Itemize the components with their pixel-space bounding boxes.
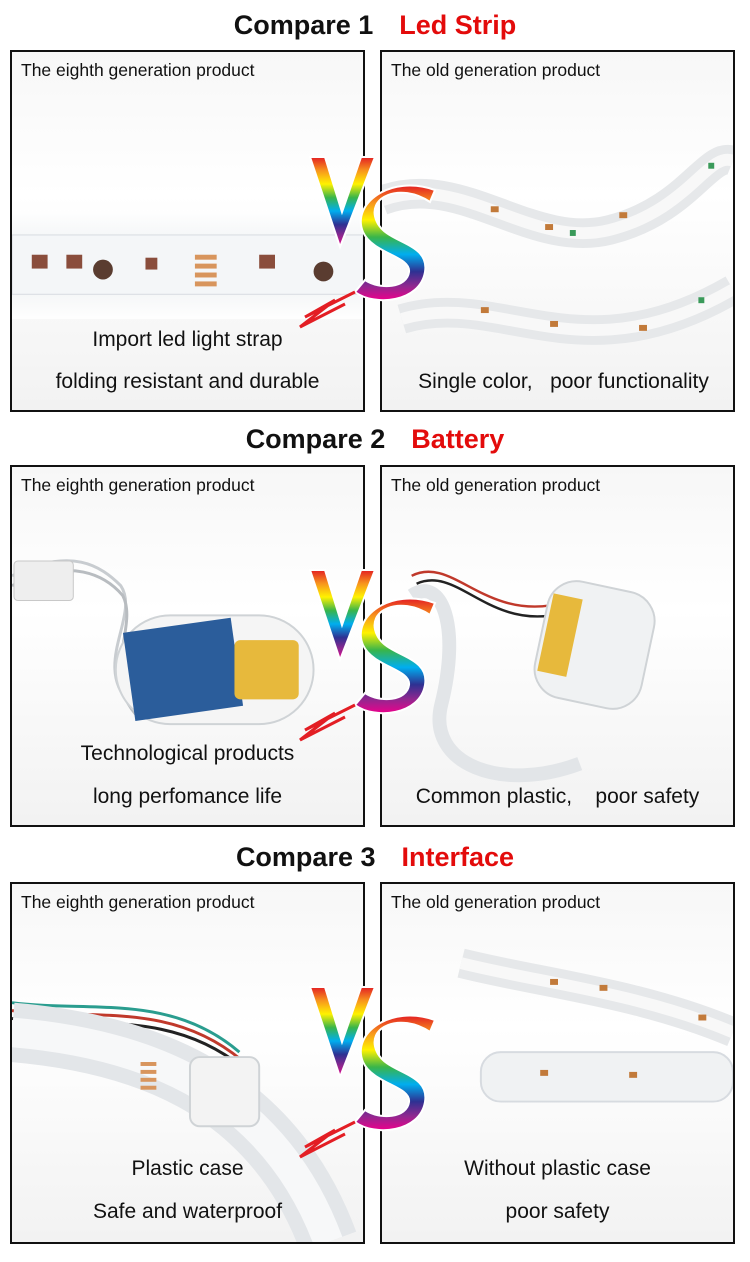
old-interface-photo <box>457 948 733 1103</box>
rainbow-vs-icon <box>299 986 437 1159</box>
new-product-panel: The eighth generation product Import led… <box>10 50 365 412</box>
panel-title: The old generation product <box>391 892 601 912</box>
caption-line-1: Import led light strap <box>92 328 283 351</box>
caption-line-2: Safe and waterproof <box>92 1200 283 1223</box>
panel-title: The eighth generation product <box>21 892 255 912</box>
led-strip-photo <box>12 210 363 319</box>
compare-heading-2: Compare 2 Battery <box>0 419 750 459</box>
panel-title: The eighth generation product <box>21 475 255 495</box>
caption-line-2: long perfomance life <box>92 785 283 808</box>
caption-line-2: folding resistant and durable <box>55 370 320 393</box>
panel-title: The old generation product <box>391 475 601 495</box>
compare-topic: Led Strip <box>399 9 517 40</box>
caption-line-2: poor safety <box>505 1200 610 1223</box>
compare-topic: Interface <box>401 841 515 872</box>
interface-photo <box>12 1001 357 1242</box>
old-product-panel: The old generation product Without plast… <box>380 882 735 1244</box>
battery-photo <box>12 559 315 726</box>
new-product-panel: The eighth generation product Plastic ca… <box>10 882 365 1244</box>
caption-line-1: Single color, poor functionality <box>418 370 709 393</box>
rainbow-vs-icon <box>299 569 437 742</box>
compare-heading-1: Compare 1 Led Strip <box>0 5 750 45</box>
caption-line-1: Plastic case <box>131 1157 244 1180</box>
caption-line-1: Technological products <box>80 742 295 765</box>
compare-heading-3: Compare 3 Interface <box>0 837 750 877</box>
compare-label: Compare 1 <box>233 9 374 40</box>
caption-line-1: Common plastic, poor safety <box>415 785 700 808</box>
compare-label: Compare 2 <box>245 423 386 454</box>
panel-title: The eighth generation product <box>21 60 255 80</box>
old-product-panel: The old generation product Single color,… <box>380 50 735 412</box>
new-product-panel: The eighth generation product Technologi… <box>10 465 365 827</box>
compare-topic: Battery <box>411 423 505 454</box>
old-product-panel: The old generation product Common plasti… <box>380 465 735 827</box>
compare-label: Compare 3 <box>235 841 376 872</box>
old-battery-photo <box>407 570 656 783</box>
caption-line-1: Without plastic case <box>464 1157 651 1180</box>
rainbow-vs-icon <box>299 156 437 329</box>
panel-title: The old generation product <box>391 60 601 80</box>
old-led-strip-photo <box>382 145 733 345</box>
